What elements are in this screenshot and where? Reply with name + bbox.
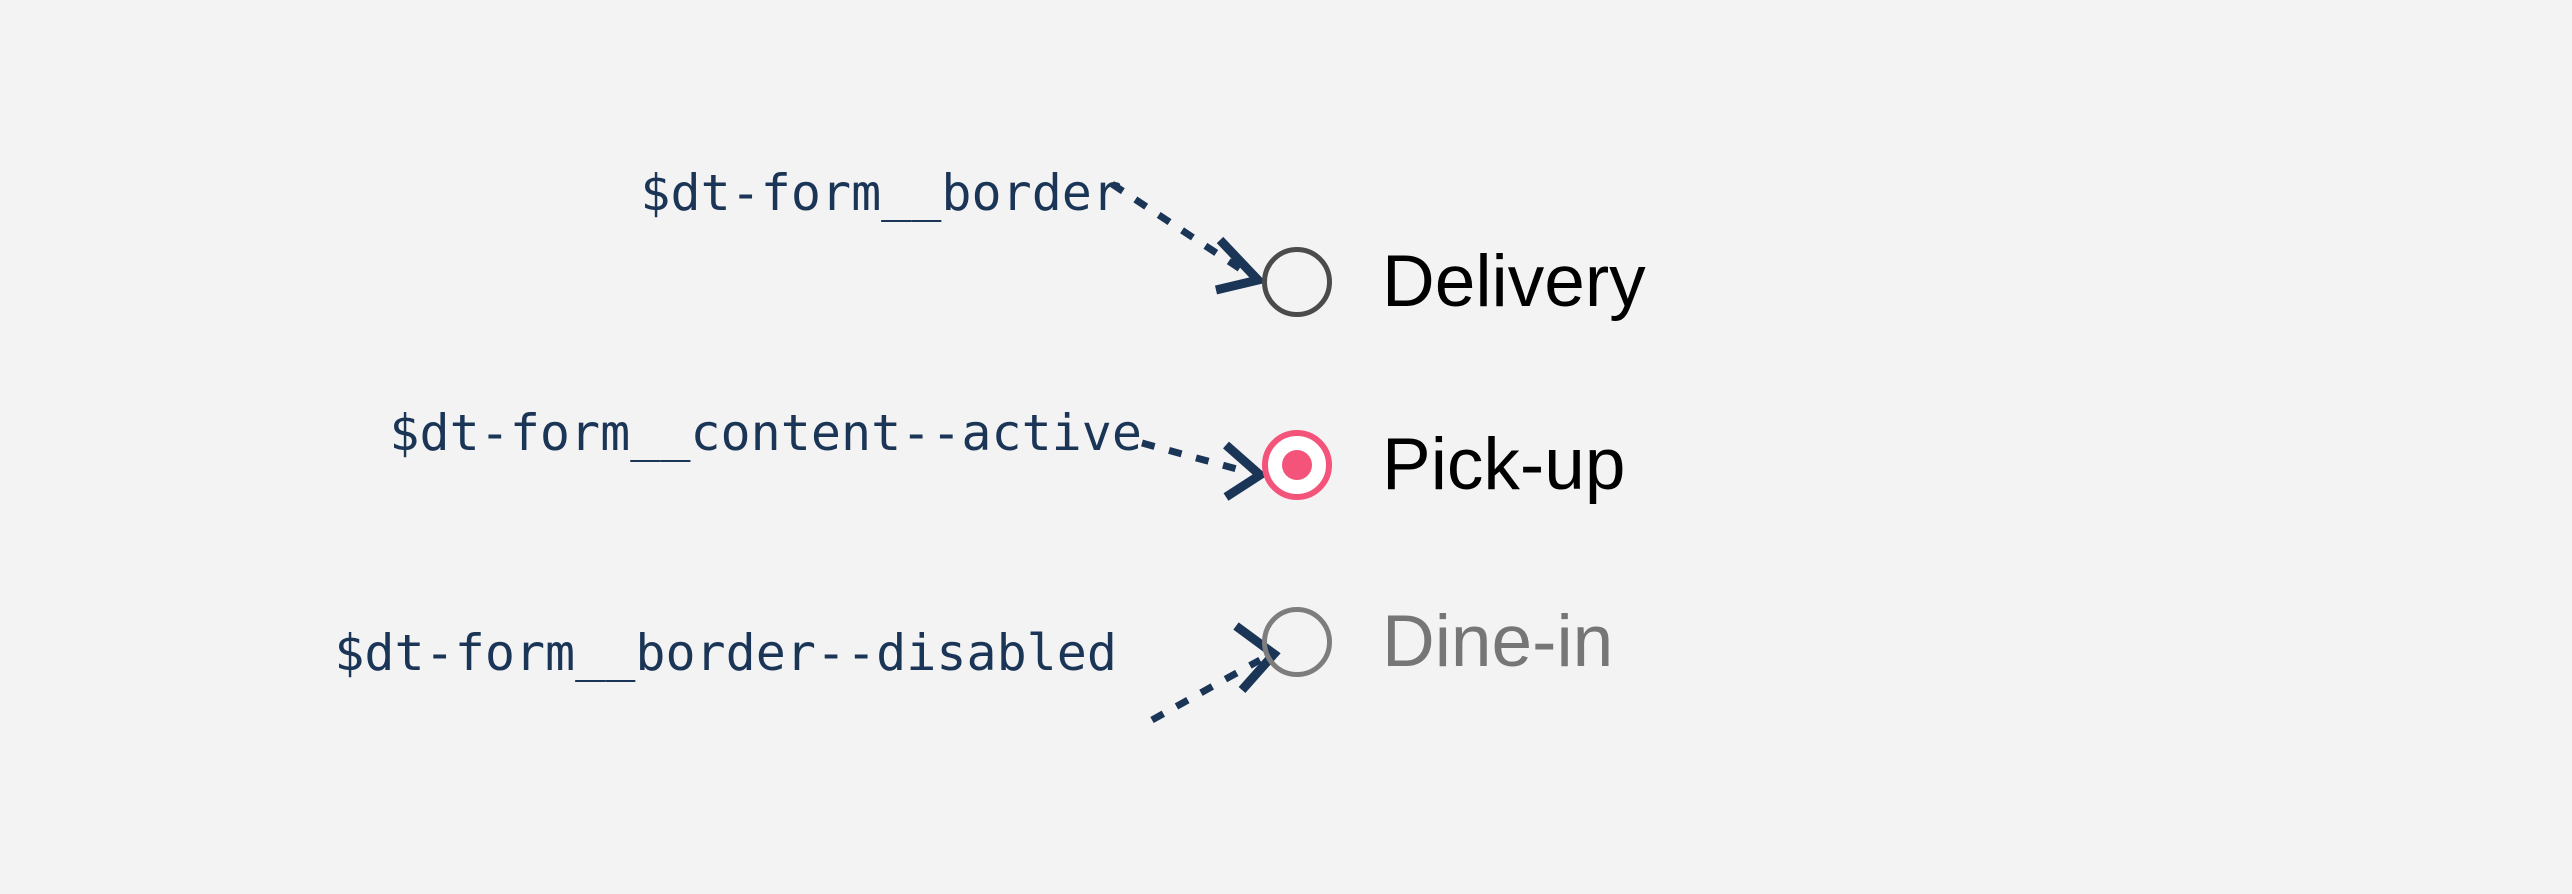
radio-dot-icon [1282,449,1312,480]
arrow-to-pickup-radio [1141,439,1268,501]
radio-label-dinein: Dine-in [1382,601,1614,682]
radio-option-pickup[interactable]: Pick-up [1262,428,1625,501]
radio-circle-disabled-icon [1262,606,1332,677]
radio-label-pickup: Pick-up [1382,424,1626,505]
radio-option-dinein: Dine-in [1262,605,1613,678]
radio-circle-checked-icon[interactable] [1262,429,1332,500]
radio-label-delivery: Delivery [1382,241,1646,322]
radio-option-delivery[interactable]: Delivery [1262,245,1646,318]
arrow-to-delivery-radio [1110,181,1267,295]
radio-circle-unchecked-icon[interactable] [1262,246,1332,317]
token-label-border: $dt-form__border [640,164,1122,222]
token-label-border-disabled: $dt-form__border--disabled [334,624,1117,682]
token-label-content-active: $dt-form__content--active [389,404,1142,462]
